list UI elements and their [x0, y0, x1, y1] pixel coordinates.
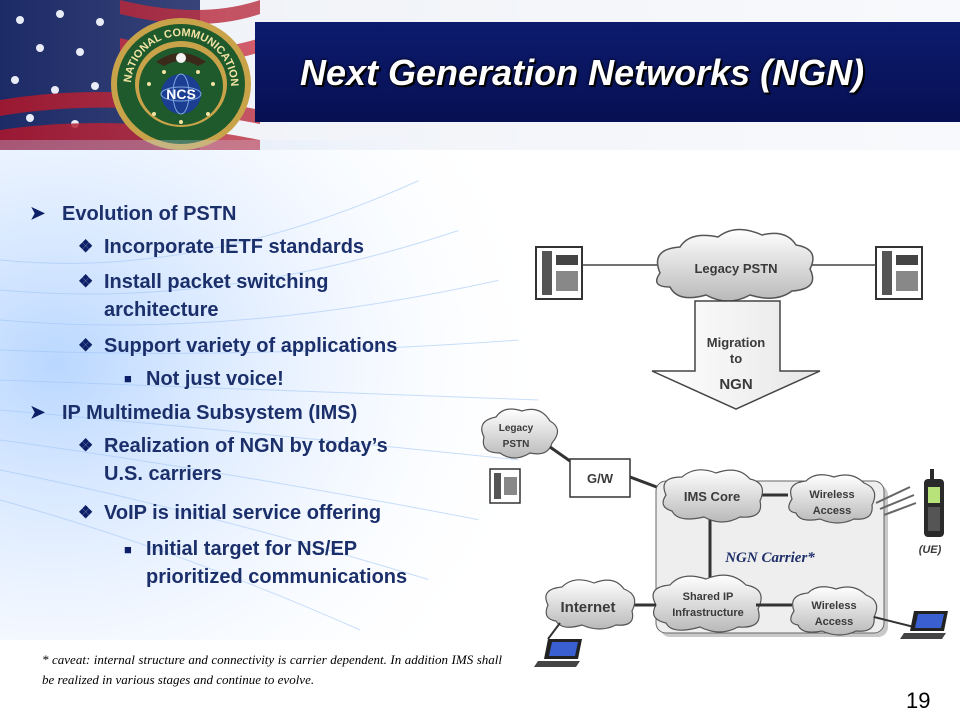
- internet-cloud: Internet: [545, 579, 636, 630]
- laptop-icon-left: [534, 639, 582, 667]
- wireless-access-1-label-b: Access: [813, 505, 852, 517]
- legacy-small-label-1: Legacy: [499, 423, 534, 434]
- ngn-network-diagram: Legacy PSTN Migration to NGN Legacy PSTN…: [481, 228, 948, 667]
- wireless-access-2-label-a: Wireless: [811, 600, 856, 612]
- diamond-bullet-icon: ❖: [78, 336, 94, 355]
- migration-arrow: Migration to NGN: [651, 300, 821, 410]
- ncs-seal-logo: NATIONAL COMMUNICATIONS SYSTEM NCS: [104, 14, 251, 150]
- bullet-item: VoIP is initial service offering: [104, 502, 382, 524]
- diamond-bullet-icon: ❖: [78, 237, 94, 256]
- internet-label: Internet: [560, 599, 615, 616]
- diamond-bullet-icon: ❖: [78, 272, 94, 291]
- shared-ip-label-2: Infrastructure: [672, 607, 744, 619]
- legacy-small-label-2: PSTN: [503, 439, 530, 450]
- laptop-icon-right: [900, 611, 948, 639]
- diamond-bullet-icon: ❖: [78, 436, 94, 455]
- title-bar: [255, 22, 960, 122]
- bullet-item: Not just voice!: [146, 368, 284, 390]
- wireless-access-2-label-b: Access: [815, 616, 854, 628]
- caveat-footnote: * caveat: internal structure and connect…: [42, 652, 502, 687]
- page-number: 19: [906, 688, 931, 713]
- legacy-pstn-cloud: Legacy PSTN: [655, 228, 814, 302]
- bullet-item: Evolution of PSTN: [62, 203, 237, 225]
- bullet-item: Incorporate IETF standards: [104, 236, 365, 258]
- gateway-box: G/W: [569, 458, 631, 498]
- wireless-link-icon: [875, 486, 917, 516]
- square-bullet-icon: ■: [124, 371, 132, 386]
- wireless-access-cloud-2: Wireless Access: [790, 586, 878, 636]
- phone-icon-left: [535, 246, 583, 300]
- ue-label: (UE): [919, 544, 942, 556]
- square-bullet-icon: ■: [124, 542, 132, 557]
- bullet-item: architecture: [104, 299, 219, 321]
- ngn-label: NGN: [719, 376, 752, 393]
- legacy-pstn-label: Legacy PSTN: [694, 261, 777, 276]
- legacy-pstn-small-cloud: Legacy PSTN: [481, 408, 559, 459]
- ngn-carrier-label: NGN Carrier*: [724, 550, 815, 566]
- bullet-item: IP Multimedia Subsystem (IMS): [62, 402, 358, 424]
- gateway-label: G/W: [587, 471, 614, 486]
- phone-icon-right: [875, 246, 923, 300]
- ims-core-cloud: IMS Core: [662, 469, 763, 523]
- diamond-bullet-icon: ❖: [78, 503, 94, 522]
- to-label: to: [730, 351, 742, 366]
- shared-ip-cloud: Shared IP Infrastructure: [652, 574, 762, 633]
- bullet-item: Realization of NGN by today’s: [104, 435, 388, 457]
- bullet-item: Initial target for NS/EP: [146, 538, 358, 560]
- bullet-item: U.S. carriers: [104, 463, 222, 485]
- mobile-phone-icon: [924, 469, 944, 537]
- migration-label: Migration: [707, 335, 766, 350]
- shared-ip-label-1: Shared IP: [683, 591, 734, 603]
- arrow-bullet-icon: ➤: [30, 402, 46, 422]
- arrow-bullet-icon: ➤: [30, 203, 46, 223]
- fiber-optic-background: [0, 140, 560, 640]
- bullet-item: Install packet switching: [104, 271, 329, 293]
- seal-center-text: NCS: [166, 86, 196, 102]
- bullet-item: Support variety of applications: [104, 335, 398, 357]
- wireless-access-cloud-1: Wireless Access: [788, 474, 876, 524]
- ims-core-label: IMS Core: [684, 489, 740, 504]
- bullet-item: prioritized communications: [146, 566, 408, 588]
- phone-icon-small: [489, 468, 521, 504]
- wireless-access-1-label-a: Wireless: [809, 489, 854, 501]
- slide-title: Next Generation Networks (NGN): [300, 52, 865, 93]
